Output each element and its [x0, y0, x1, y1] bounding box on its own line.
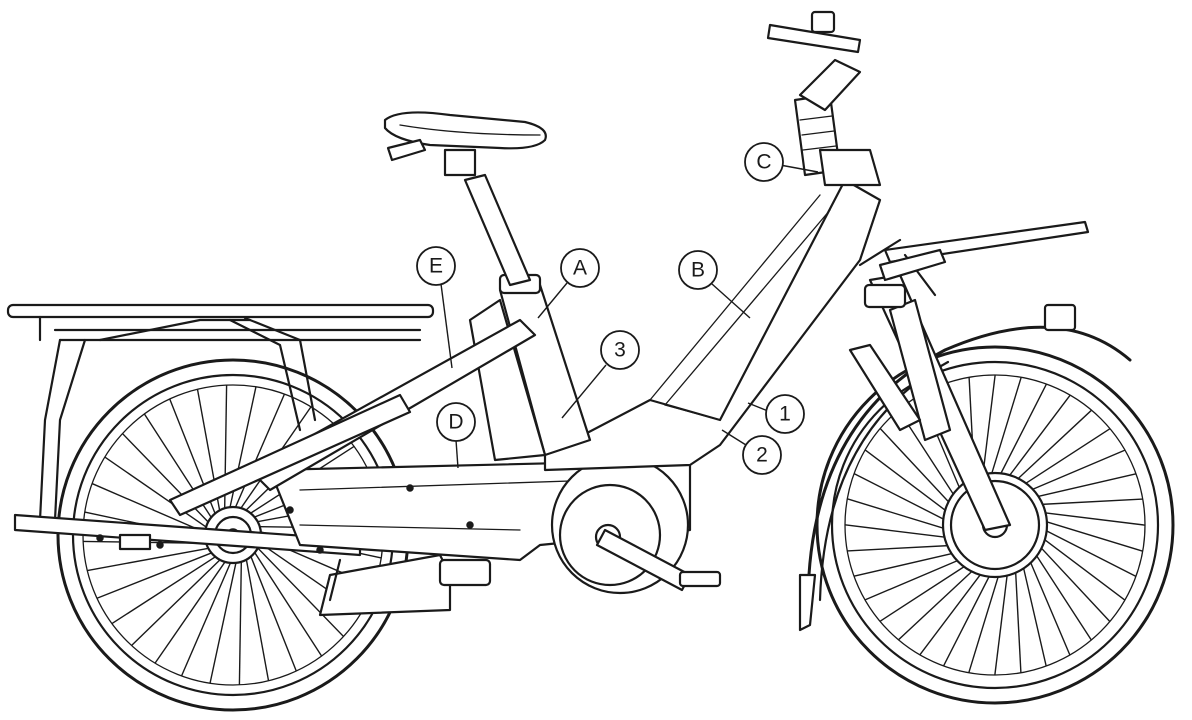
spoke — [228, 386, 257, 514]
spoke — [96, 549, 218, 599]
callout-B: B — [678, 250, 718, 290]
spoke — [1001, 394, 1071, 487]
callout-D: D — [436, 402, 476, 442]
spoke — [1014, 559, 1022, 673]
spoke — [1014, 428, 1111, 491]
spoke — [853, 472, 956, 526]
callout-D-label: D — [448, 411, 463, 434]
spoke — [853, 550, 965, 577]
spoke — [994, 383, 1048, 486]
spoke — [232, 393, 286, 514]
spoke — [1008, 409, 1093, 488]
spoke — [87, 546, 215, 572]
seat-tube-battery — [468, 273, 592, 462]
front-mudguard — [798, 303, 1132, 632]
spoke — [1020, 555, 1047, 667]
seat-stays — [168, 318, 537, 517]
spoke — [91, 482, 212, 536]
callout-A-label: A — [573, 257, 587, 280]
spoke — [180, 556, 234, 677]
motor-unit — [550, 455, 722, 595]
spoke — [122, 433, 214, 528]
spoke — [1034, 524, 1137, 578]
spoke — [864, 554, 970, 601]
spoke — [252, 542, 344, 637]
spoke — [847, 544, 961, 552]
spoke — [994, 562, 1010, 676]
spoke — [238, 555, 243, 685]
spoke — [919, 563, 989, 656]
main-frame — [543, 178, 882, 472]
front-rack — [858, 220, 1090, 297]
spoke — [864, 449, 957, 519]
spoke — [1029, 544, 1092, 641]
callout-2-label: 2 — [756, 444, 768, 467]
kickstand — [318, 553, 492, 617]
spoke — [154, 556, 230, 664]
spoke — [968, 564, 1003, 673]
seatpost-saddle — [383, 111, 547, 287]
callout-1: 1 — [765, 394, 805, 434]
spoke — [844, 524, 958, 540]
spoke — [1029, 498, 1143, 506]
rear-rack — [6, 303, 435, 522]
callout-A: A — [560, 248, 600, 288]
callout-C: C — [744, 142, 784, 182]
spoke — [879, 427, 958, 512]
spoke — [879, 559, 976, 622]
spoke — [244, 553, 270, 681]
front-fork — [848, 273, 1012, 532]
callout-3-label: 3 — [614, 339, 626, 362]
callout-2: 2 — [742, 435, 782, 475]
spoke — [247, 550, 297, 672]
stem-handlebar — [766, 10, 882, 187]
callout-3: 3 — [600, 330, 640, 370]
spoke — [1025, 473, 1137, 500]
spoke — [847, 498, 956, 533]
spoke — [104, 456, 212, 532]
spoke — [1032, 510, 1146, 526]
callout-B-label: B — [691, 259, 705, 282]
spoke — [209, 556, 238, 684]
callout-E-label: E — [429, 255, 443, 278]
leader-lines — [440, 164, 819, 469]
callout-C-label: C — [756, 151, 771, 174]
callout-1-label: 1 — [779, 403, 791, 426]
spoke — [942, 564, 996, 667]
spoke — [1024, 550, 1071, 656]
spoke — [1032, 538, 1111, 623]
spoke — [250, 546, 323, 657]
spoke — [1020, 449, 1126, 496]
spoke — [131, 554, 226, 646]
spoke — [897, 562, 982, 641]
spoke — [1033, 531, 1126, 601]
spoke — [1034, 517, 1143, 552]
callout-E: E — [416, 246, 456, 286]
spoke — [987, 377, 1022, 486]
spoke — [111, 552, 222, 625]
